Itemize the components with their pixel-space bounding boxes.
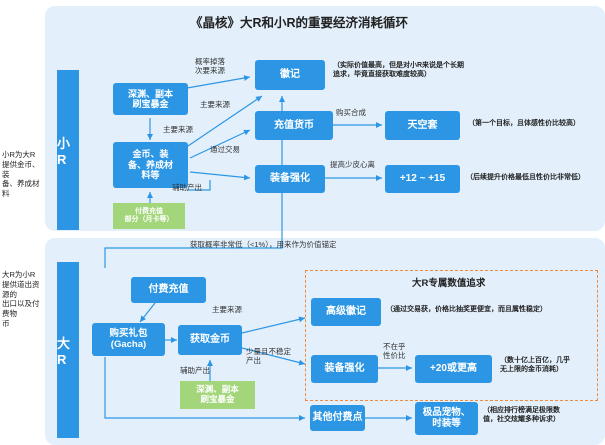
big-r-section-title: 大R专属数值追求 — [412, 278, 486, 289]
label-big-main-source-1: 主要来源 — [212, 305, 242, 314]
gacha-box: 购买礼包 (Gacha) — [92, 323, 165, 356]
pet-box: 极品宠物、 时装等 — [415, 402, 478, 435]
label-improve-heart: 提高少皮心离 — [330, 160, 375, 169]
sidebar-small-r: 小R — [57, 70, 79, 230]
note-wings: （实际价值最高，但是对小R来说是个长期 追求，毕竟直接获取难度较高） — [333, 62, 465, 78]
enhance-value-box: +12 ~ +15 — [385, 165, 460, 193]
pay-box: 付费充值 — [131, 277, 206, 303]
left-note-line: 备、养成材料 — [2, 179, 40, 198]
label-buy-synth: 购买合成 — [336, 108, 366, 117]
left-note-line: 币 — [2, 318, 10, 328]
currency-box: 充值货币 — [255, 111, 333, 140]
note-advanced-wings: （通过交易获，价格比抽奖更便宜，而且属性稳定） — [386, 306, 547, 313]
left-note-line: 提供道出资源的 — [2, 279, 40, 299]
big-r-source-box: 深渊、副本 刷宝暴金 — [180, 381, 255, 409]
page-title: 《晶核》大R和小R的重要经济消耗循环 — [190, 16, 409, 30]
note-big-enhance: （数十亿上百亿，几乎 无上限的金币消耗） — [500, 357, 570, 373]
label-middle: 获取概率非常低（<1%），用来作为价值锚定 — [190, 240, 337, 249]
enhance-box: 装备强化 — [255, 165, 325, 193]
monthly-pay-box: 付费充值 部分（月卡等） — [113, 203, 185, 229]
big-r-enhance-box: 装备强化 — [311, 355, 378, 383]
left-note-big-r: 大R为小R 提供道出资源的 出口以及付费物 币 — [2, 270, 46, 329]
label-prob-low: 概率掉落 次要来源 — [195, 57, 225, 75]
get-gold-box: 获取金币 — [178, 325, 242, 355]
sidebar-big-r: 大R — [57, 262, 79, 438]
left-note-line: 出口以及付费物 — [2, 299, 40, 318]
gold-materials-box: 金币、装 备、养成材 料等 — [113, 142, 188, 188]
note-outfit: （第一个目标，且体感性价比较高） — [468, 120, 580, 127]
big-r-exclusive-section — [305, 270, 598, 401]
left-note-line: 小R为大R — [2, 150, 36, 159]
source-box: 深渊、副本 刷宝暴金 — [113, 83, 188, 115]
label-main-source-2: 主要来源 — [163, 125, 193, 134]
left-note-small-r: 小R为大R 提供金币、装 备、养成材料 — [2, 150, 46, 199]
other-pay-box: 其他付费点 — [310, 405, 365, 431]
wings-box: 徽记 — [255, 60, 325, 90]
label-main-source-1: 主要来源 — [200, 100, 230, 109]
label-trade: 通过交易 — [210, 145, 240, 154]
left-note-line: 大R为小R — [2, 270, 36, 279]
note-other: （相应排行榜满足极限数 值，社交炫耀多种诉求） — [483, 407, 560, 423]
advanced-wings-box: 高级徽记 — [311, 298, 381, 326]
label-not-care: 不在乎 性价比 — [383, 342, 406, 360]
outfit-box: 天空套 — [385, 111, 460, 140]
label-little-stable: 少量且不稳定 产出 — [246, 347, 291, 365]
label-big-assist-out: 辅助产出 — [180, 366, 210, 375]
big-r-enhance-value-box: +20或更高 — [415, 355, 492, 383]
left-note-line: 提供金币、装 — [2, 159, 40, 179]
label-assist-out: 辅助产出 — [172, 183, 202, 192]
note-enhance: （后续提升价格最低且性价比非常低） — [466, 174, 585, 181]
